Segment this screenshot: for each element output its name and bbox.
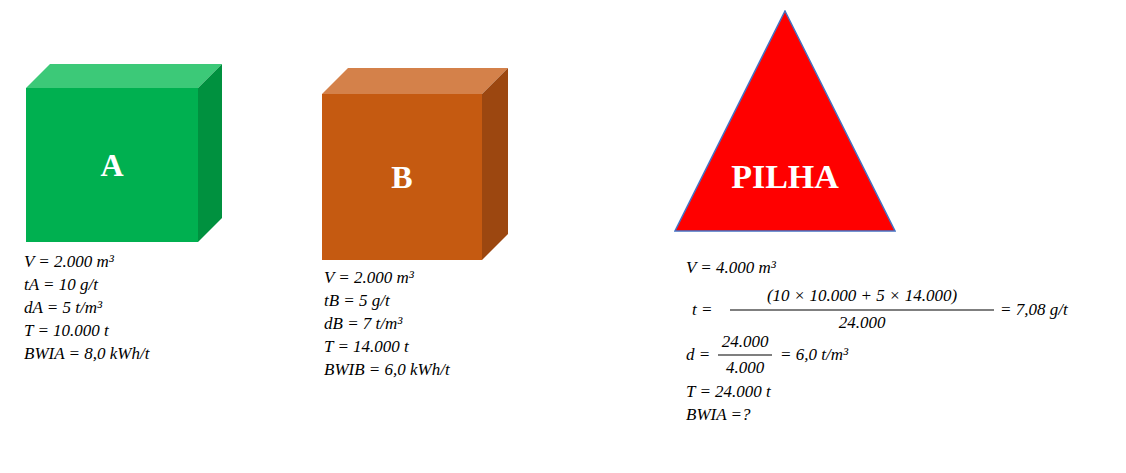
formula-text: BWIA = 8,0 kWh/t xyxy=(24,344,149,364)
pile-triangle: PILHA xyxy=(674,10,896,232)
cube-shape xyxy=(26,64,222,242)
fraction-bar xyxy=(718,354,772,355)
node-label: B xyxy=(391,159,412,196)
formula-text: tA = 10 g/t xyxy=(24,275,98,295)
formula-text: 24.000 xyxy=(722,332,769,352)
formula-text: d = xyxy=(686,345,710,365)
cube-block: B xyxy=(322,68,508,260)
formula-text: dB = 7 t/m³ xyxy=(324,314,402,334)
formula-text: dA = 5 t/m³ xyxy=(24,298,102,318)
formula-text: = 7,08 g/t xyxy=(1000,300,1068,320)
cube-shape xyxy=(322,68,508,260)
cube-block: A xyxy=(26,64,222,242)
formula-text: V = 4.000 m³ xyxy=(686,258,776,278)
formula-text: t = xyxy=(692,300,712,320)
triangle-shape xyxy=(674,10,896,232)
formula-text: T = 24.000 t xyxy=(686,382,771,402)
formula-text: 4.000 xyxy=(726,358,764,378)
formula-text: BWIB = 6,0 kWh/t xyxy=(324,360,450,380)
node-label: PILHA xyxy=(731,158,839,196)
fraction-bar xyxy=(730,309,994,310)
formula-text: T = 10.000 t xyxy=(24,321,109,341)
formula-text: = 6,0 t/m³ xyxy=(780,345,848,365)
formula-text: (10 × 10.000 + 5 × 14.000) xyxy=(767,286,957,306)
formula-text: T = 14.000 t xyxy=(324,337,409,357)
formula-text: tB = 5 g/t xyxy=(324,291,390,311)
formula-text: 24.000 xyxy=(839,313,886,333)
node-label: A xyxy=(100,147,123,184)
formula-text: V = 2.000 m³ xyxy=(324,268,414,288)
formula-text: V = 2.000 m³ xyxy=(24,252,114,272)
formula-text: BWIA =? xyxy=(686,405,751,425)
